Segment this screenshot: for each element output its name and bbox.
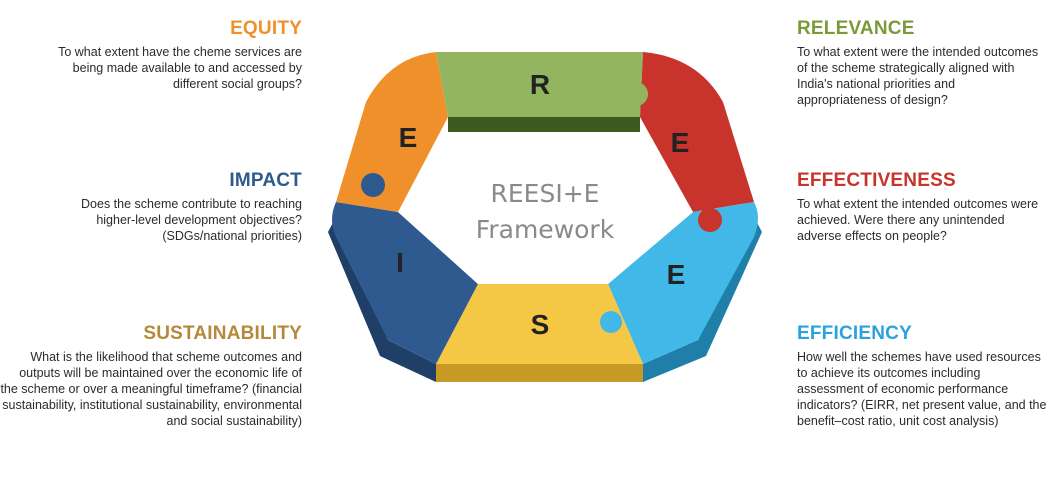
- puzzle-tab-bottom-right: [600, 311, 622, 333]
- efficiency-title: EFFICIENCY: [797, 323, 912, 344]
- segment-lower-right: [608, 202, 758, 364]
- equity-block: EQUITY To what extent have the cheme ser…: [40, 18, 302, 92]
- effectiveness-text: To what extent the intended outcomes wer…: [797, 197, 1039, 243]
- center-title-line1: REESI+E: [491, 179, 600, 208]
- segment-letter-lower-left: I: [396, 247, 404, 278]
- segment-lower-left: [332, 202, 478, 364]
- center-title-line2: Framework: [476, 215, 615, 244]
- sustainability-block: SUSTAINABILITY What is the likelihood th…: [0, 323, 302, 429]
- segment-letter-top: R: [530, 69, 550, 100]
- relevance-text: To what extent were the intended outcome…: [797, 45, 1039, 107]
- segment-letter-upper-right: E: [671, 127, 690, 158]
- equity-title: EQUITY: [230, 18, 302, 39]
- segment-letter-bottom: S: [531, 309, 550, 340]
- segment-letter-upper-left: E: [399, 122, 418, 153]
- segment-letter-lower-right: E: [667, 259, 686, 290]
- reesi-e-puzzle-ring: R E E S I E REESI+E Framework: [328, 52, 762, 382]
- puzzle-tab-bottom-left: [427, 299, 449, 321]
- segment-upper-right: [640, 52, 754, 212]
- inner-hole: [398, 132, 693, 284]
- equity-text: To what extent have the cheme services a…: [58, 45, 302, 91]
- sustainability-text: What is the likelihood that scheme outco…: [0, 350, 302, 428]
- puzzle-tab-right: [698, 208, 722, 232]
- impact-block: IMPACT Does the scheme contribute to rea…: [40, 170, 302, 244]
- effectiveness-block: EFFECTIVENESS To what extent the intende…: [797, 170, 1047, 244]
- relevance-title: RELEVANCE: [797, 18, 915, 39]
- efficiency-text: How well the schemes have used resources…: [797, 350, 1047, 428]
- efficiency-block: EFFICIENCY How well the schemes have use…: [797, 323, 1047, 429]
- puzzle-tab-upper-left: [361, 173, 385, 197]
- segment-bottom: [436, 284, 643, 364]
- sustainability-title: SUSTAINABILITY: [143, 323, 302, 344]
- segment-top: [436, 52, 643, 117]
- effectiveness-title: EFFECTIVENESS: [797, 170, 956, 191]
- impact-title: IMPACT: [229, 170, 302, 191]
- relevance-block: RELEVANCE To what extent were the intend…: [797, 18, 1047, 108]
- segment-upper-left: [336, 52, 448, 212]
- impact-text: Does the scheme contribute to reaching h…: [81, 197, 302, 243]
- puzzle-tab-top-right: [624, 82, 648, 106]
